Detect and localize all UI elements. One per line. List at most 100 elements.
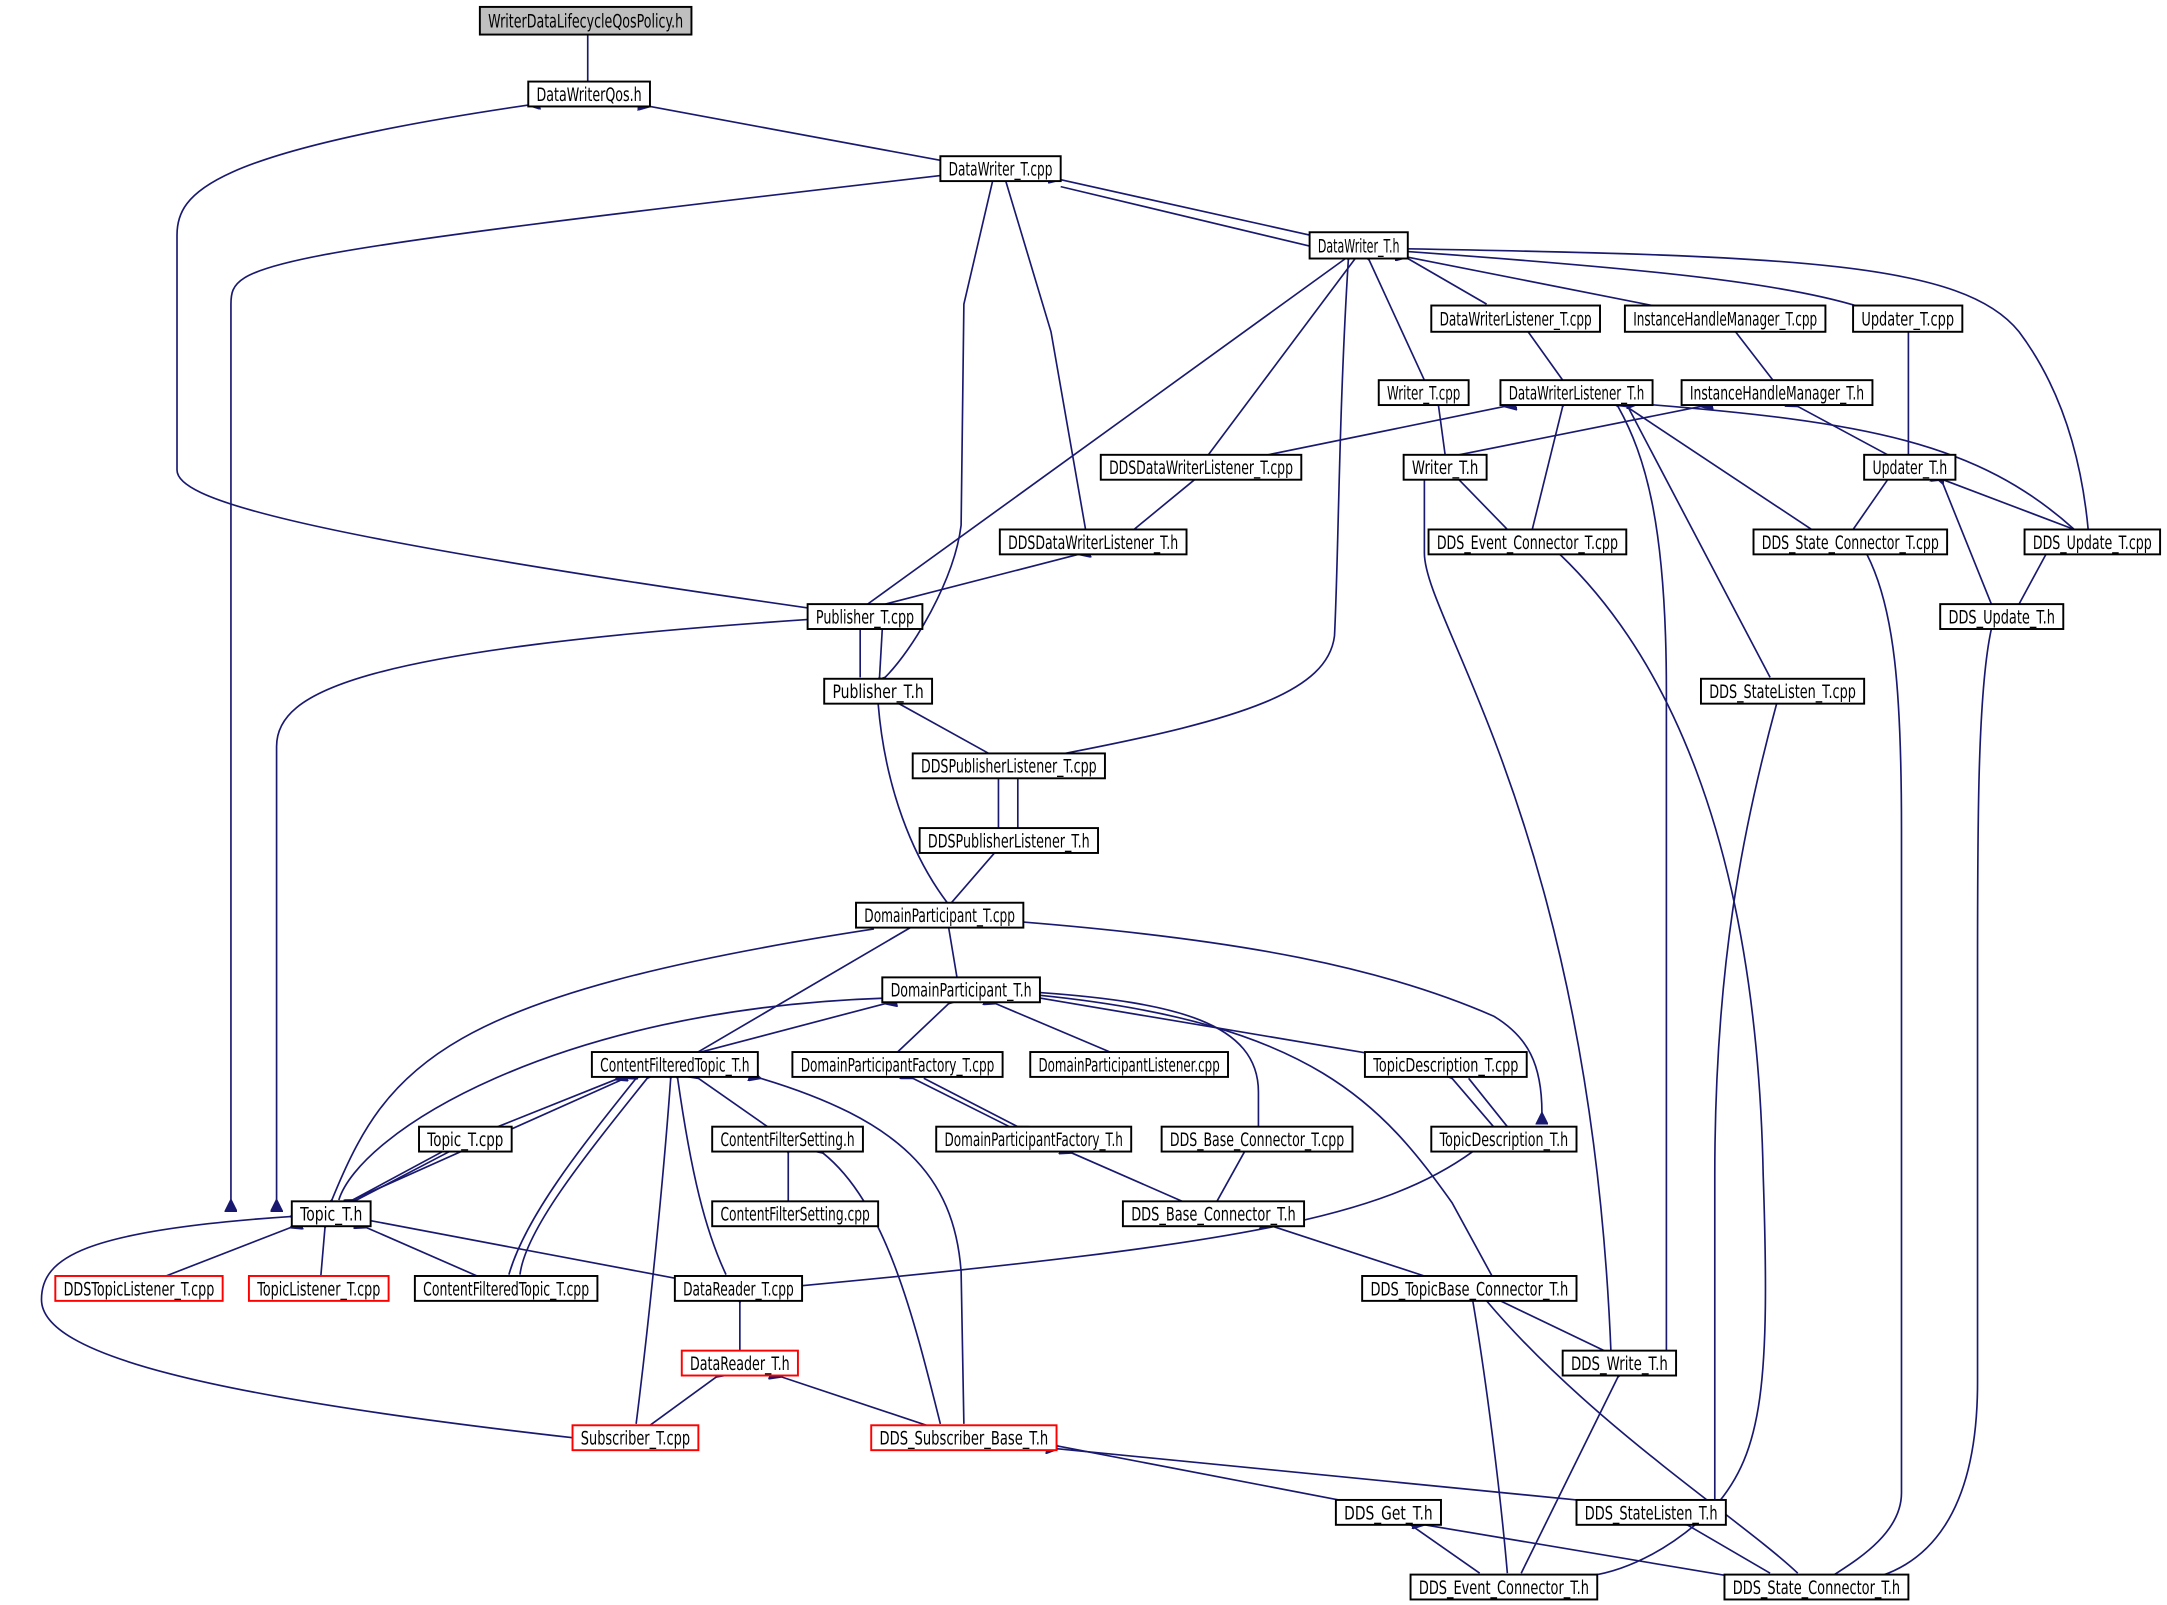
file-node-wtcpp[interactable]: Writer_T.cpp bbox=[1377, 379, 1470, 407]
file-node-dph[interactable]: DomainParticipant_T.h bbox=[881, 976, 1041, 1004]
node-box bbox=[855, 901, 1025, 929]
edge bbox=[1487, 1301, 1799, 1574]
file-node-ddsplh[interactable]: DDSPublisherListener_T.h bbox=[918, 827, 1099, 854]
node-box bbox=[1361, 1275, 1578, 1302]
file-node-tbch[interactable]: DDS_TopicBase_Connector_T.h bbox=[1361, 1275, 1578, 1302]
node-label: DomainParticipantListener.cpp bbox=[1039, 1055, 1220, 1076]
node-box bbox=[870, 1424, 1058, 1452]
file-node-topcpp[interactable]: Topic_T.cpp bbox=[418, 1125, 513, 1153]
file-node-cfscpp[interactable]: ContentFilterSetting.cpp bbox=[711, 1200, 880, 1228]
file-node-evcpp[interactable]: DDS_Event_Connector_T.cpp bbox=[1427, 528, 1628, 556]
edge bbox=[1408, 257, 1660, 308]
edge bbox=[1424, 1525, 1729, 1577]
node-label: DDS_Base_Connector_T.h bbox=[1131, 1205, 1296, 1226]
edge bbox=[678, 1078, 727, 1275]
node-label: DDSTopicListener_T.cpp bbox=[64, 1279, 215, 1300]
edge bbox=[165, 1228, 290, 1277]
file-node-cfsh[interactable]: ContentFilterSetting.h bbox=[711, 1125, 864, 1153]
node-label: DomainParticipant_T.h bbox=[891, 981, 1032, 1002]
file-node-tdcpp[interactable]: TopicDescription_T.cpp bbox=[1363, 1051, 1528, 1078]
file-node-sbh[interactable]: DDS_Subscriber_Base_T.h bbox=[870, 1424, 1058, 1452]
file-node-drcpp[interactable]: DataReader_T.cpp bbox=[673, 1275, 804, 1302]
file-node-dwtcpp[interactable]: DataWriter_T.cpp bbox=[939, 155, 1062, 183]
node-label: DDS_StateListen_T.h bbox=[1585, 1503, 1718, 1524]
edge bbox=[1467, 1077, 1508, 1126]
file-node-toph[interactable]: Topic_T.h bbox=[290, 1200, 372, 1228]
file-node-dpfcpp[interactable]: DomainParticipantFactory_T.cpp bbox=[791, 1051, 1004, 1078]
file-node-dwqos[interactable]: DataWriterQos.h bbox=[527, 80, 651, 108]
node-label: DDS_Write_T.h bbox=[1571, 1354, 1668, 1375]
node-label: DDS_Event_Connector_T.cpp bbox=[1437, 533, 1618, 554]
file-node-pubh[interactable]: Publisher_T.h bbox=[823, 677, 934, 705]
file-node-updcppdds[interactable]: DDS_Update_T.cpp bbox=[2023, 528, 2162, 556]
file-node-ihmcpp[interactable]: InstanceHandleManager_T.cpp bbox=[1623, 304, 1827, 333]
edge bbox=[332, 928, 875, 1200]
node-box bbox=[1363, 1051, 1528, 1078]
node-label: DDS_Subscriber_Base_T.h bbox=[880, 1429, 1049, 1450]
edge bbox=[895, 1004, 949, 1055]
file-node-evh[interactable]: DDS_Event_Connector_T.h bbox=[1409, 1573, 1599, 1601]
edge bbox=[1272, 1226, 1425, 1277]
file-node-ddsplcpp[interactable]: DDSPublisherListener_T.cpp bbox=[911, 752, 1106, 780]
file-node-subcpp[interactable]: Subscriber_T.cpp bbox=[571, 1424, 700, 1452]
node-label: DDS_State_Connector_T.h bbox=[1733, 1578, 1900, 1599]
file-node-slh[interactable]: DDS_StateListen_T.h bbox=[1575, 1498, 1727, 1526]
file-node-dwlh[interactable]: DataWriterListener_T.h bbox=[1499, 379, 1654, 407]
file-node-bch[interactable]: DDS_Base_Connector_T.h bbox=[1121, 1200, 1306, 1228]
file-node-ddstlcpp[interactable]: DDSTopicListener_T.cpp bbox=[54, 1275, 224, 1302]
node-box bbox=[881, 976, 1041, 1004]
file-node-geth[interactable]: DDS_Get_T.h bbox=[1334, 1498, 1442, 1526]
file-node-wdlqp: WriterDataLifecycleQosPolicy.h bbox=[478, 5, 693, 36]
file-node-stcpp[interactable]: DDS_State_Connector_T.cpp bbox=[1752, 528, 1949, 556]
file-node-cftcpp[interactable]: ContentFilteredTopic_T.cpp bbox=[413, 1275, 599, 1302]
file-node-ihmh[interactable]: InstanceHandleManager_T.h bbox=[1680, 379, 1874, 407]
file-node-ddsdwlcpp[interactable]: DDSDataWriterListener_T.cpp bbox=[1099, 453, 1303, 481]
node-label: Writer_T.cpp bbox=[1387, 383, 1460, 404]
file-node-tlcpp[interactable]: TopicListener_T.cpp bbox=[247, 1275, 390, 1302]
file-node-dwth[interactable]: DataWriter_T.h bbox=[1308, 231, 1409, 260]
node-label: Subscriber_T.cpp bbox=[581, 1429, 690, 1450]
file-node-ddsdwlh[interactable]: DDSDataWriterListener_T.h bbox=[998, 528, 1188, 556]
file-node-pubcpp[interactable]: Publisher_T.cpp bbox=[806, 603, 924, 630]
node-box bbox=[1409, 1573, 1599, 1601]
node-box bbox=[1430, 304, 1601, 333]
file-node-drh[interactable]: DataReader_T.h bbox=[680, 1349, 799, 1377]
file-node-dwlcpp[interactable]: DataWriterListener_T.cpp bbox=[1430, 304, 1601, 333]
file-node-updcpp[interactable]: Updater_T.cpp bbox=[1852, 304, 1964, 333]
edge bbox=[913, 1078, 1010, 1128]
edge bbox=[1798, 406, 1889, 456]
file-node-bccpp[interactable]: DDS_Base_Connector_T.cpp bbox=[1160, 1125, 1354, 1153]
node-box bbox=[935, 1125, 1133, 1153]
edge bbox=[1072, 1153, 1183, 1203]
node-box bbox=[478, 5, 693, 36]
edge bbox=[1040, 993, 1260, 1127]
edge bbox=[880, 628, 883, 677]
edge bbox=[1560, 554, 1767, 1577]
edge bbox=[1369, 260, 1426, 381]
file-node-updh[interactable]: Updater_T.h bbox=[1863, 453, 1957, 481]
file-node-slcpp[interactable]: DDS_StateListen_T.cpp bbox=[1699, 677, 1866, 705]
file-node-dpfh[interactable]: DomainParticipantFactory_T.h bbox=[935, 1125, 1133, 1153]
node-label: Updater_T.h bbox=[1872, 458, 1947, 479]
file-node-updhdds[interactable]: DDS_Update_T.h bbox=[1939, 603, 2065, 630]
file-node-tdh[interactable]: TopicDescription_T.h bbox=[1430, 1125, 1578, 1153]
file-node-dplcpp[interactable]: DomainParticipantListener.cpp bbox=[1029, 1051, 1229, 1078]
node-label: ContentFilteredTopic_T.cpp bbox=[423, 1279, 589, 1300]
file-node-sth[interactable]: DDS_State_Connector_T.h bbox=[1723, 1573, 1910, 1601]
edge bbox=[1943, 480, 2075, 531]
edge bbox=[695, 1004, 885, 1055]
node-box bbox=[1623, 304, 1827, 333]
file-node-wth[interactable]: Writer_T.h bbox=[1402, 453, 1488, 481]
file-node-cfth[interactable]: ContentFilteredTopic_T.h bbox=[590, 1051, 759, 1078]
node-box bbox=[1099, 453, 1303, 481]
edge bbox=[923, 1077, 1018, 1126]
file-node-dpcpp[interactable]: DomainParticipant_T.cpp bbox=[855, 901, 1025, 929]
node-box bbox=[1852, 304, 1964, 333]
file-node-wrh[interactable]: DDS_Write_T.h bbox=[1561, 1349, 1678, 1377]
edge bbox=[899, 704, 990, 755]
node-box bbox=[1499, 379, 1654, 407]
edge bbox=[650, 106, 941, 162]
node-box bbox=[1121, 1200, 1306, 1228]
node-label: DataWriter_T.cpp bbox=[949, 160, 1053, 181]
